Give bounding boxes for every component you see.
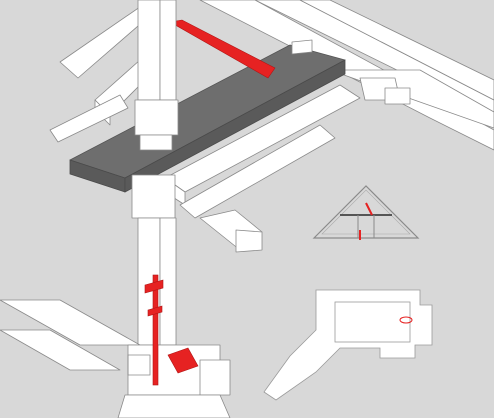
post-collar: [134, 99, 179, 136]
post-joint: [139, 134, 173, 151]
red-post-details: [144, 274, 199, 386]
highlighted-tie-beam: [69, 39, 346, 193]
roof-section-thumbnail: [312, 185, 420, 240]
tie-beam-peg: [291, 39, 313, 55]
rafters-lower-right: [164, 84, 361, 253]
sill-beams: [0, 299, 231, 418]
red-post-tenon: [152, 274, 159, 386]
rafter-lower-foot: [235, 229, 263, 253]
plan-marker: [399, 316, 413, 324]
red-peg-upper: [144, 279, 164, 294]
sill-block-end: [199, 359, 231, 396]
plan-outline: [263, 289, 433, 401]
red-peg-mid: [147, 305, 163, 317]
rafter-lower-b: [179, 124, 336, 219]
roof-rafters: [199, 0, 494, 151]
sill-base: [117, 394, 231, 418]
tie-left: [49, 94, 129, 143]
roof-triangle: [312, 185, 420, 239]
sill-left-b: [0, 329, 121, 371]
tie-beam-side: [124, 59, 346, 193]
sill-recess: [127, 354, 151, 376]
red-base-plate: [167, 347, 199, 374]
rafter-top-b: [299, 0, 494, 101]
purlin-cap: [384, 87, 411, 105]
post-upper: [137, 0, 161, 101]
roof-red-strut: [365, 202, 373, 216]
roof-inner-triangle: [321, 189, 411, 235]
red-strut-upper: [169, 19, 276, 79]
post-upper-side: [159, 0, 177, 101]
post-capital: [131, 174, 176, 219]
main-post: [131, 0, 179, 346]
floor-plan-thumbnail: [263, 289, 433, 401]
